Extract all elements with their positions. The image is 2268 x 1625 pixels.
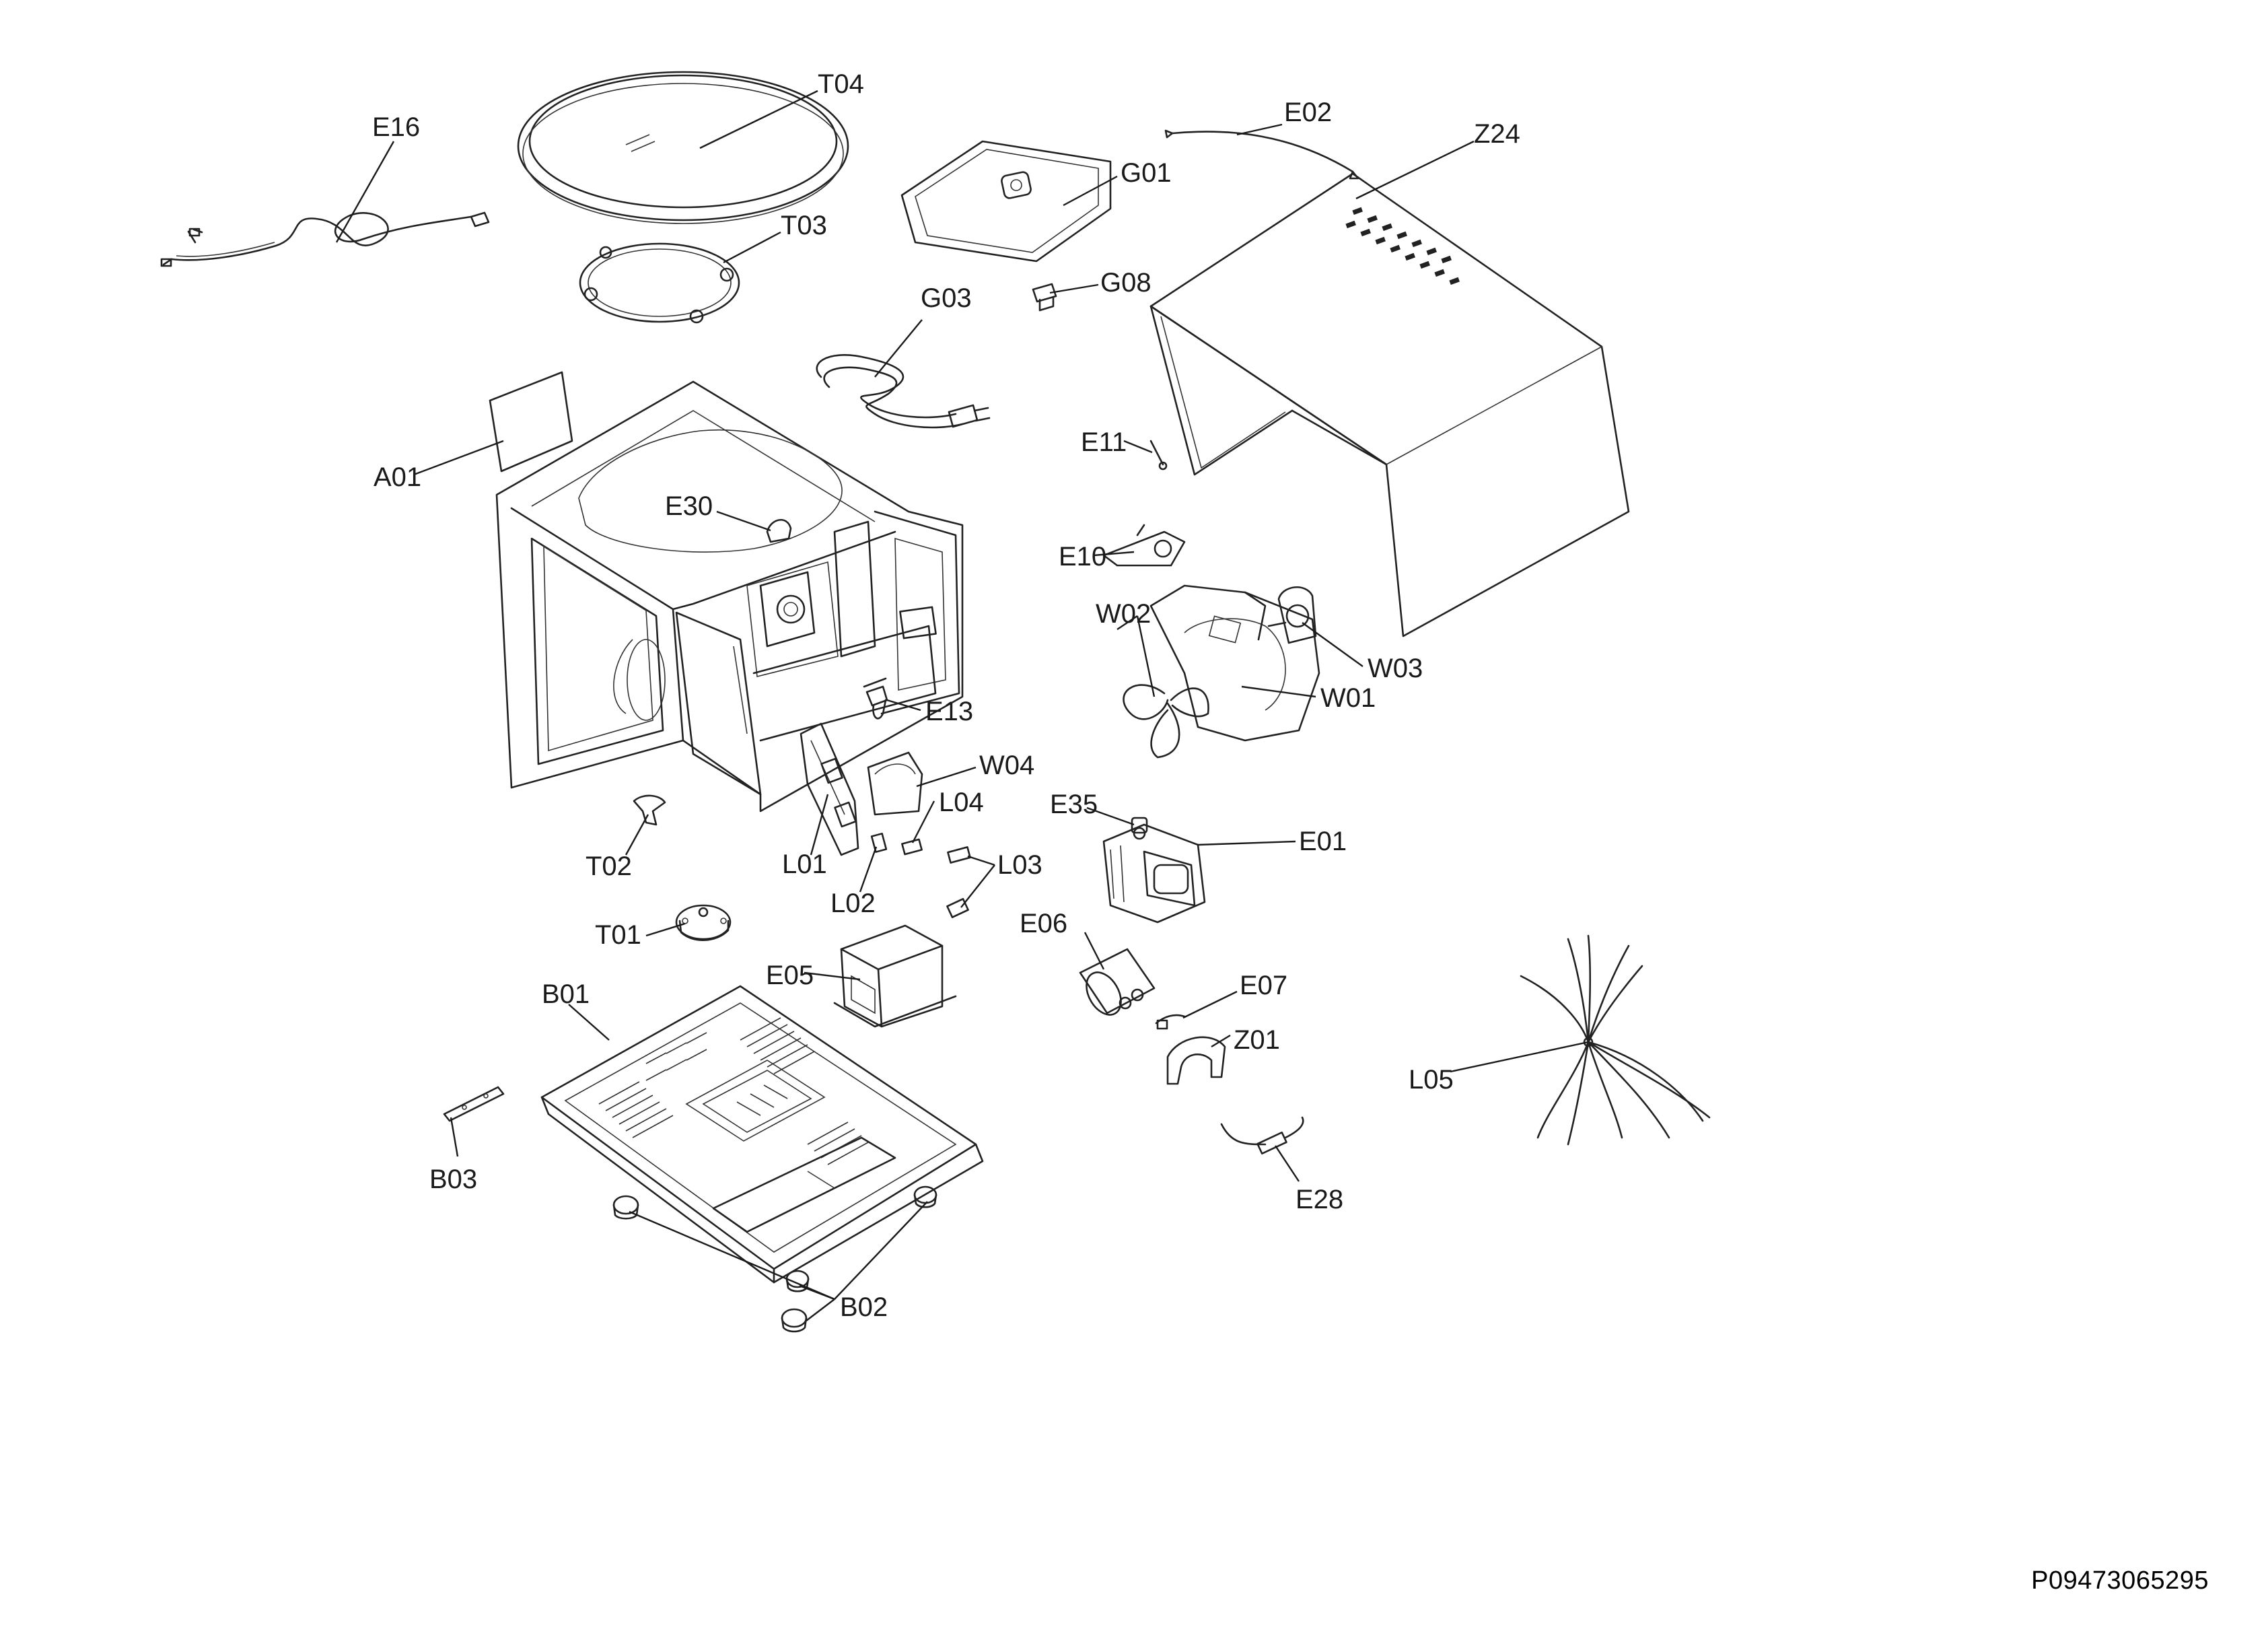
part-e11 <box>1149 440 1168 471</box>
label-l03: L03 <box>997 850 1042 880</box>
part-a01-sheet <box>489 371 573 473</box>
label-e16: E16 <box>372 112 420 142</box>
part-l01-interlock-bracket <box>800 722 859 856</box>
label-w02: W02 <box>1096 599 1151 629</box>
document-id: P09473065295 <box>2031 1566 2209 1595</box>
label-e28: E28 <box>1296 1185 1343 1214</box>
label-b01: B01 <box>542 979 590 1009</box>
part-g08-clip <box>1032 283 1057 312</box>
part-b02-foot-1 <box>612 1195 639 1220</box>
label-l05: L05 <box>1409 1065 1454 1095</box>
label-w04: W04 <box>979 751 1034 780</box>
part-e10-bracket <box>1102 524 1186 567</box>
part-g01-cover <box>900 140 1112 263</box>
part-b03-strip <box>443 1086 505 1122</box>
part-l05-harness <box>1520 934 1711 1146</box>
label-g08: G08 <box>1100 268 1151 298</box>
label-b03: B03 <box>429 1165 477 1194</box>
label-e07: E07 <box>1240 971 1287 1000</box>
part-cavity-chassis <box>495 380 964 812</box>
part-w04 <box>867 751 923 816</box>
part-l03-switch-a <box>947 846 971 864</box>
part-t04-glass-plate <box>517 71 849 224</box>
part-w01-fan-duct <box>1149 584 1320 742</box>
label-l02: L02 <box>830 889 876 918</box>
label-e11: E11 <box>1081 427 1127 457</box>
label-e35: E35 <box>1050 790 1098 819</box>
label-w03: W03 <box>1368 654 1423 683</box>
label-z24: Z24 <box>1474 119 1520 149</box>
label-e01: E01 <box>1299 827 1347 856</box>
label-e13: E13 <box>925 697 973 726</box>
part-e06-capacitor <box>1079 948 1156 1016</box>
label-t03: T03 <box>781 211 827 240</box>
label-l01: L01 <box>782 850 827 879</box>
part-b01-base <box>540 985 984 1284</box>
part-w02-fan-blade <box>1123 684 1209 759</box>
part-labels: T04 E16 T03 E02 Z24 G01 G08 G03 A01 E11 … <box>372 69 1520 1322</box>
part-e28-fuse <box>1220 1116 1304 1155</box>
part-e05-transformer <box>833 924 957 1028</box>
leader-lines <box>335 90 1589 1321</box>
part-l04-switch <box>901 838 923 856</box>
part-b02-foot-4 <box>781 1308 808 1333</box>
label-t04: T04 <box>818 69 864 99</box>
part-z01-bracket <box>1166 1036 1226 1085</box>
label-e05: E05 <box>766 961 814 990</box>
label-w01: W01 <box>1320 683 1376 713</box>
label-e30: E30 <box>665 491 713 521</box>
label-t01: T01 <box>595 920 641 950</box>
part-l03-switch-b <box>946 898 969 918</box>
part-t02-coupler <box>633 794 666 826</box>
part-e35-thermostat <box>1131 817 1148 840</box>
label-b02: B02 <box>840 1292 888 1322</box>
label-g03: G03 <box>921 283 972 313</box>
label-t02: T02 <box>586 852 632 881</box>
label-l04: L04 <box>939 788 984 817</box>
label-a01: A01 <box>374 462 421 492</box>
part-l02-switch <box>870 833 888 853</box>
part-t03-roller-ring <box>579 242 740 324</box>
part-e02-wire <box>1164 129 1359 180</box>
label-z01: Z01 <box>1234 1025 1280 1055</box>
part-t01-motor <box>675 904 732 941</box>
part-e07-diode <box>1155 1014 1186 1030</box>
label-e10: E10 <box>1059 542 1106 572</box>
label-g01: G01 <box>1121 158 1172 188</box>
part-z24-casing <box>1149 172 1630 637</box>
part-e16-power-cord <box>160 211 490 267</box>
part-g03-heater <box>816 354 991 429</box>
part-w03-fan-motor <box>1267 586 1317 644</box>
label-e02: E02 <box>1284 98 1332 127</box>
part-e01-magnetron <box>1102 823 1206 924</box>
label-e06: E06 <box>1020 909 1067 938</box>
